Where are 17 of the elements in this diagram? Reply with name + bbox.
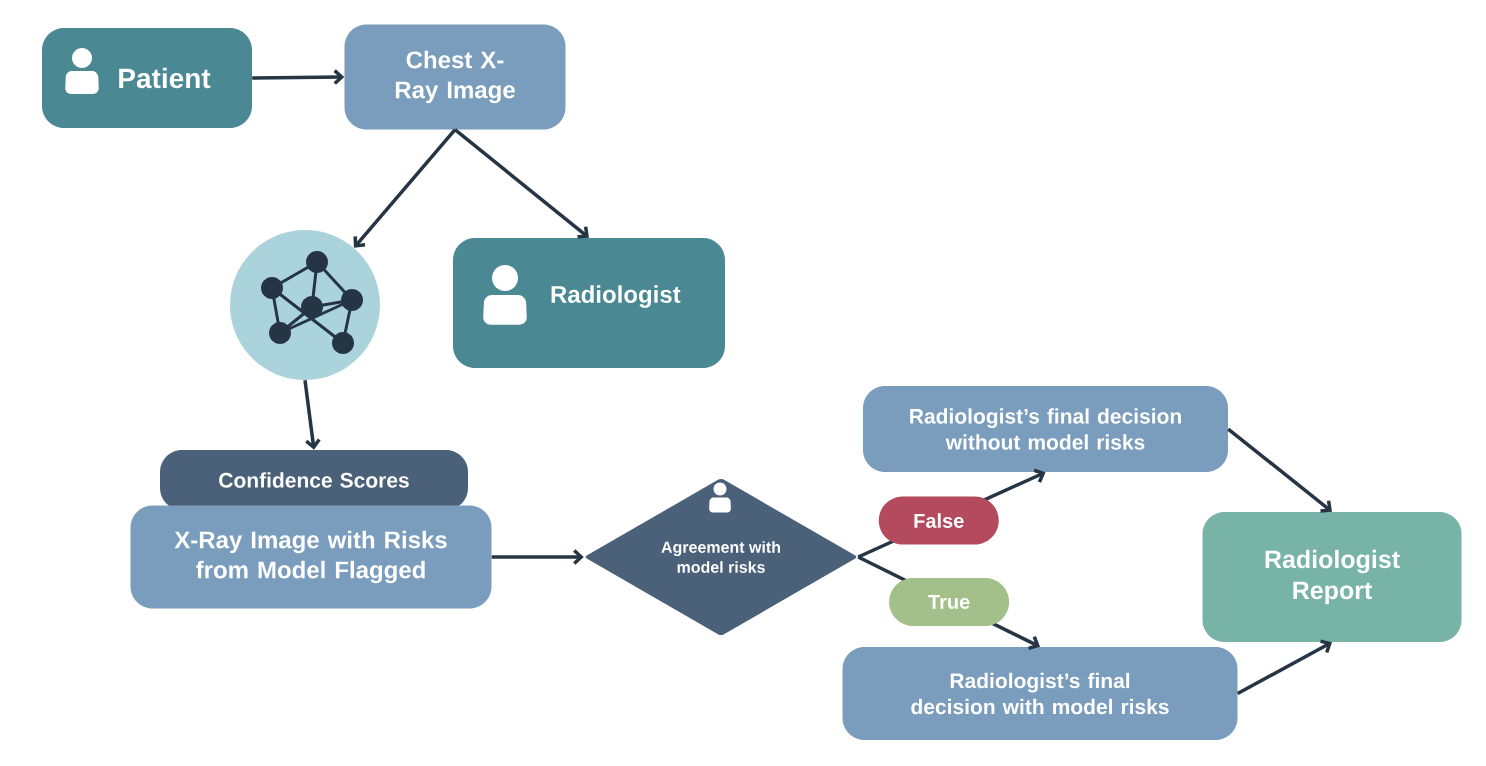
process-box: Radiologist’s final decision with model risks xyxy=(842,647,1238,740)
arrow xyxy=(453,128,589,239)
arrow xyxy=(303,379,321,450)
report-box: Radiologist Report xyxy=(1202,512,1462,642)
arrow xyxy=(1236,639,1332,696)
arrow xyxy=(1227,427,1333,513)
edge-label: False xyxy=(878,496,999,545)
arrow xyxy=(491,549,584,565)
actor-box: Patient xyxy=(42,28,252,128)
process-box: Radiologist’s final decision without model risks xyxy=(863,386,1228,472)
label-box: Confidence Scores xyxy=(160,450,468,510)
arrow xyxy=(353,128,457,248)
edge-label: True xyxy=(889,577,1010,626)
process-box: X-Ray Image with Risks from Model Flagged xyxy=(130,505,492,609)
actor-box: Radiologist xyxy=(453,238,725,368)
process-box: Chest X-Ray Image xyxy=(344,24,566,130)
arrow xyxy=(252,69,345,85)
